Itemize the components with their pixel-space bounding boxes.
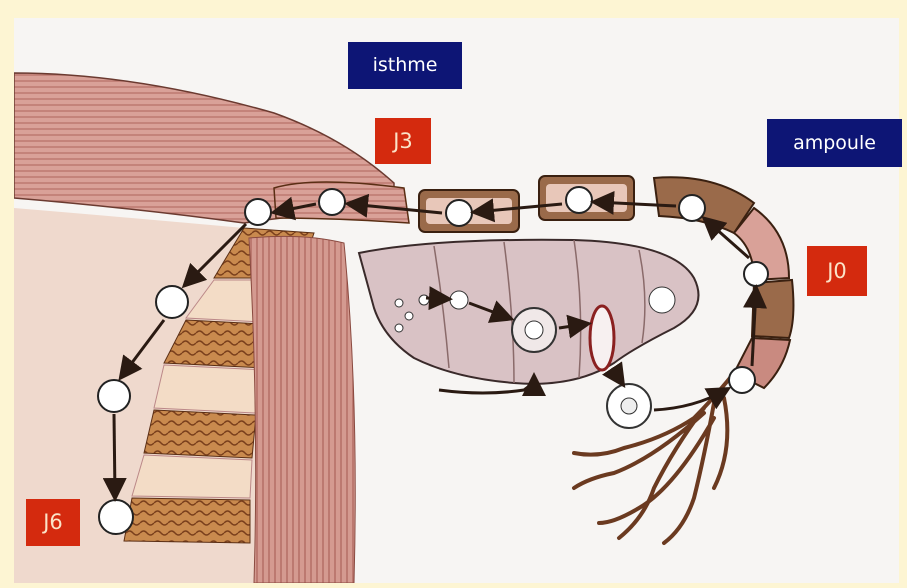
day0-label: J0 <box>807 246 867 296</box>
ovulated-oocyte <box>607 384 651 428</box>
embryo-cell-icon <box>99 500 133 534</box>
arrow-icon <box>426 298 447 299</box>
diagram-panel <box>14 18 899 583</box>
embryo-cell-icon <box>446 200 472 226</box>
embryo-cell-icon <box>679 195 705 221</box>
embryo-cell-icon <box>156 286 188 318</box>
day3-label: J3 <box>375 118 431 164</box>
ampulla-label: ampoule <box>767 119 902 167</box>
embryo-cell-icon <box>729 367 755 393</box>
embryo-cell-icon <box>319 189 345 215</box>
embryo-cell-icon <box>98 380 130 412</box>
isthmus-label: isthme <box>348 42 462 89</box>
embryo-cell-icon <box>245 199 271 225</box>
arrow-icon <box>114 414 115 496</box>
arrow-icon <box>612 368 622 383</box>
embryo-cell-icon <box>566 187 592 213</box>
day6-label: J6 <box>26 499 80 546</box>
myometrium <box>249 236 355 583</box>
embryo-cell-icon <box>744 262 768 286</box>
reproductive-tract-illustration <box>14 18 899 583</box>
